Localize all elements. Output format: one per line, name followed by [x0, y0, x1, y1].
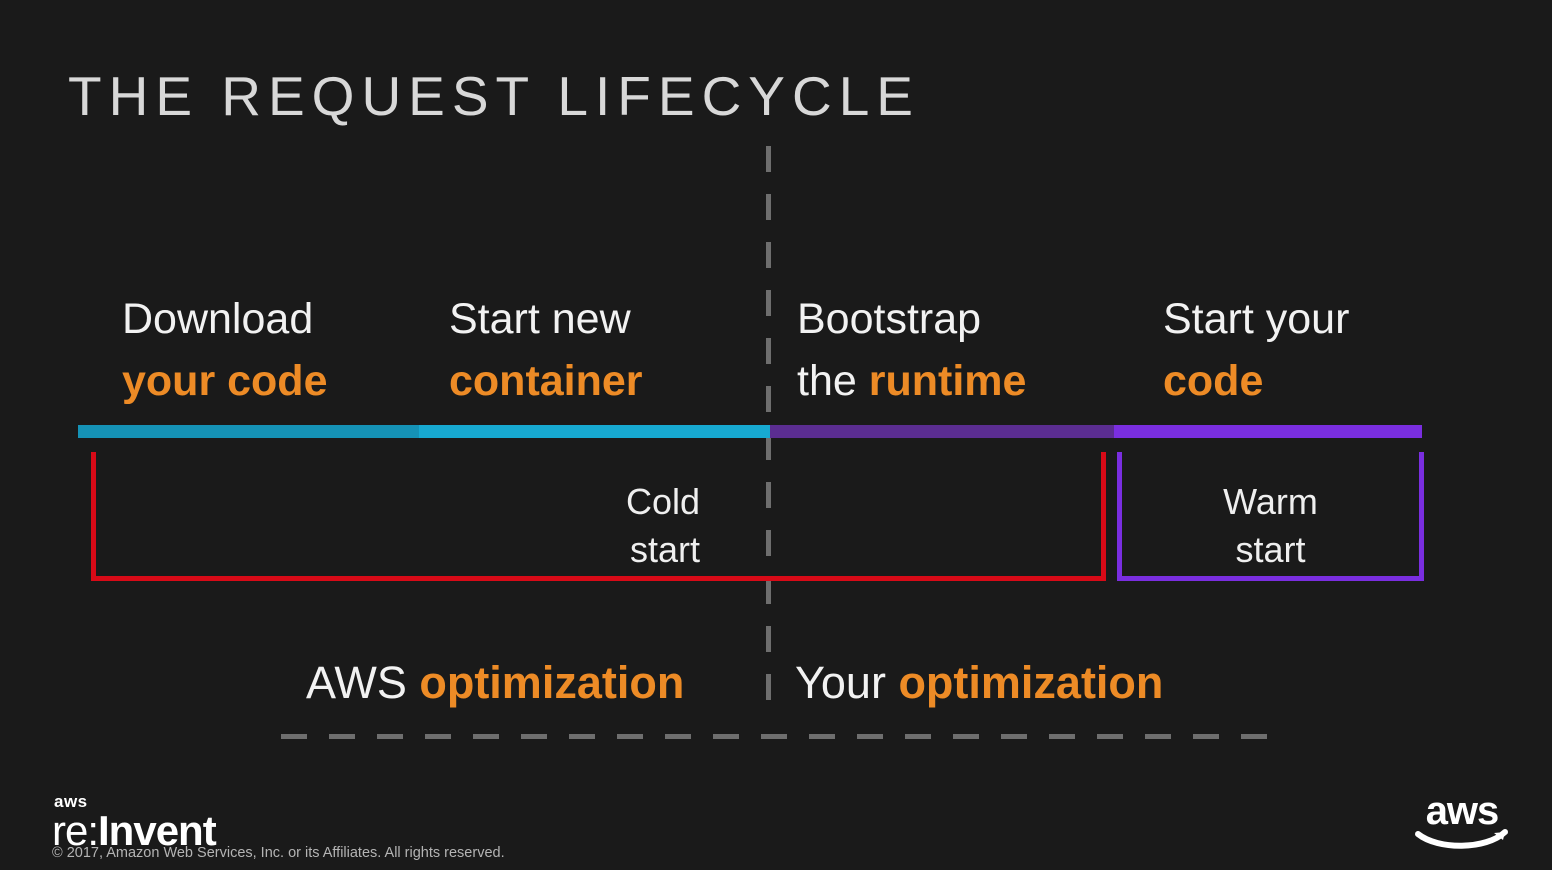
- timeline-segment-bootstrap-runtime: [770, 425, 1115, 438]
- your-optimization-plain: Your: [795, 657, 899, 708]
- phase-line2: the runtime: [797, 350, 1026, 412]
- page-title: THE REQUEST LIFECYCLE: [68, 65, 920, 127]
- warm-start-label: Warm start: [1117, 478, 1424, 573]
- aws-optimization-label: AWS optimization: [306, 657, 684, 709]
- cold-start-label-line2: start: [629, 528, 700, 570]
- warm-start-label-line1: Warm: [1223, 481, 1318, 522]
- horizontal-dashed-divider: [281, 734, 1277, 739]
- aws-optimization-plain: AWS: [306, 657, 420, 708]
- phase-line1: Bootstrap: [797, 295, 982, 343]
- aws-smile-logo: aws: [1415, 789, 1508, 849]
- phase-line2: your code: [122, 350, 328, 412]
- reinvent-wordmark: re:Invent: [52, 807, 217, 854]
- reinvent-invent-text: Invent: [98, 807, 217, 854]
- timeline-segment-download-your-code: [78, 425, 420, 438]
- reinvent-aws-text: aws: [54, 792, 88, 811]
- phase-line2-plain: the: [797, 357, 869, 406]
- aws-smile-arrowhead: [1494, 832, 1505, 840]
- warm-start-label-line2: start: [1235, 528, 1306, 570]
- warm-start-bracket: [1117, 452, 1424, 581]
- phase-label-bootstrap-the-runtime: Bootstrap the runtime: [797, 288, 1026, 413]
- copyright-text: © 2017, Amazon Web Services, Inc. or its…: [52, 845, 505, 861]
- phase-label-start-your-code: Start your code: [1163, 288, 1349, 413]
- reinvent-logo: aws re:Invent: [52, 792, 217, 854]
- your-optimization-accent: optimization: [898, 657, 1164, 708]
- aws-logo-wordmark: aws: [1426, 789, 1499, 833]
- cold-start-bracket: [91, 452, 1106, 581]
- phase-line2-accent: your code: [122, 357, 328, 406]
- aws-optimization-accent: optimization: [419, 657, 685, 708]
- cold-start-label-line1: Cold: [625, 481, 700, 522]
- phase-label-start-new-container: Start new container: [449, 288, 643, 413]
- timeline-bar: [78, 425, 1422, 438]
- your-optimization-label: Your optimization: [795, 657, 1163, 709]
- timeline-segment-start-your-code: [1114, 425, 1422, 438]
- phase-line1: Download: [122, 295, 314, 343]
- phase-line2-accent: container: [449, 357, 643, 406]
- phase-line2: container: [449, 350, 643, 412]
- phase-line1: Start your: [1163, 295, 1350, 343]
- phase-line2-accent: code: [1163, 357, 1264, 406]
- phase-line1: Start new: [449, 295, 631, 343]
- timeline-segment-start-new-container: [419, 425, 771, 438]
- phase-label-download-your-code: Download your code: [122, 288, 328, 413]
- aws-smile-arc: [1415, 829, 1508, 849]
- phase-line2-accent: runtime: [868, 357, 1027, 406]
- reinvent-re-text: re:: [52, 807, 99, 854]
- phase-line2: code: [1163, 350, 1349, 412]
- cold-start-label: Cold start: [440, 478, 700, 573]
